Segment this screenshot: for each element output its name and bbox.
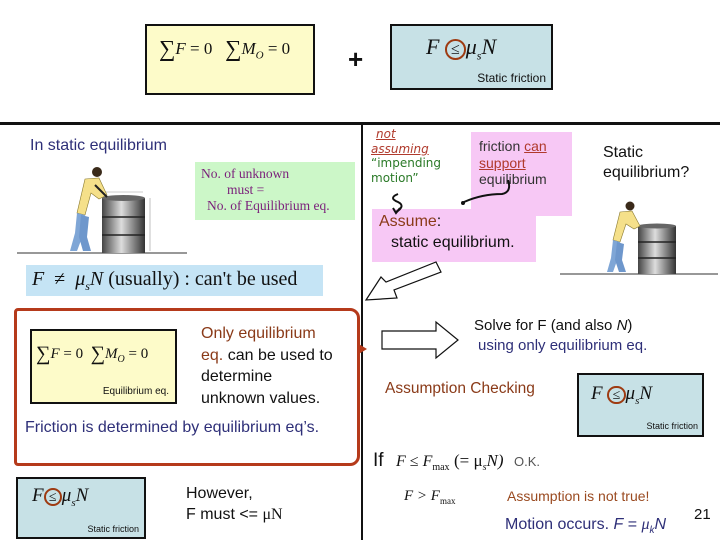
right-hollow-arrow: [381, 320, 459, 360]
plus-sign: +: [348, 44, 364, 74]
leq-circled: ≤: [607, 386, 626, 405]
static-equilibrium-question: Static equilibrium?: [603, 144, 690, 181]
equilibrium-equations-box: ∑F = 0 ∑MO = 0: [145, 24, 315, 95]
equilibrium-eq-box: ∑F = 0 ∑MO = 0 Equilibrium eq.: [30, 329, 177, 404]
static-friction-caption: Static friction: [87, 524, 139, 534]
assumption-checking-label: Assumption Checking: [385, 380, 535, 397]
only-equilibrium-text: Only equilibrium eq. can be used to dete…: [201, 325, 333, 407]
down-left-hollow-arrow: [364, 261, 442, 301]
curvy-arrows: [392, 180, 511, 215]
static-friction-box-top: F ≤μsN Static friction: [390, 24, 553, 90]
equilibrium-equations-small: ∑F = 0 ∑MO = 0: [36, 343, 149, 365]
unknown-note-line3: No. of Equilibrium eq.: [207, 198, 330, 213]
motion-occurs-note: Motion occurs. F = μkN: [505, 516, 667, 537]
static-friction-box-check: F ≤μsN Static friction: [577, 373, 704, 437]
solve-for-f-note: Solve for F (and also N) using only equi…: [474, 317, 648, 354]
unknown-count-note: No. of unknown must = No. of Equilibrium…: [195, 162, 355, 220]
bracket-pointer: [357, 343, 367, 355]
leq-circled: ≤: [444, 39, 466, 60]
static-friction-caption: Static friction: [477, 71, 546, 85]
horizontal-divider: [0, 122, 720, 125]
inequality-cant-be-used: F ≠ μsN (usually) : can't be used: [26, 265, 323, 296]
static-friction-inequality: F ≤μsN: [426, 34, 497, 63]
vertical-divider: [361, 124, 363, 540]
leq-circled: ≤: [43, 488, 62, 507]
friction-can-support-note: friction can support equilibrium: [471, 132, 572, 216]
static-equilibrium-heading: In static equilibrium: [30, 137, 167, 154]
static-friction-caption: Static friction: [646, 421, 698, 431]
equilibrium-bracket-box: [14, 308, 360, 466]
man-pushing-barrel-figure: [15, 165, 190, 260]
friction-determined-note: Friction is determined by equilibrium eq…: [25, 419, 320, 436]
equilibrium-eq-caption: Equilibrium eq.: [102, 386, 169, 397]
assume-static-equilibrium-note: Assume: static equilibrium.: [372, 209, 536, 262]
assumption-not-true: Assumption is not true!: [507, 488, 650, 504]
if-condition-row: If F ≤ Fmax (= μsN) O.K.: [373, 450, 541, 474]
man-pushing-barrel-figure-right: [560, 200, 720, 280]
however-note: However, F must <= μN: [186, 485, 283, 523]
unknown-note-line1: No. of unknown: [201, 166, 290, 181]
greater-than-condition: F > Fmax: [404, 488, 456, 506]
not-assuming-note: not assuming “impending motion”: [371, 127, 442, 185]
unknown-note-line2: must =: [227, 182, 265, 197]
page-number: 21: [694, 506, 711, 523]
static-friction-box-bottom: F≤μsN Static friction: [16, 477, 146, 539]
equilibrium-equations: ∑F = 0 ∑MO = 0: [159, 36, 291, 62]
